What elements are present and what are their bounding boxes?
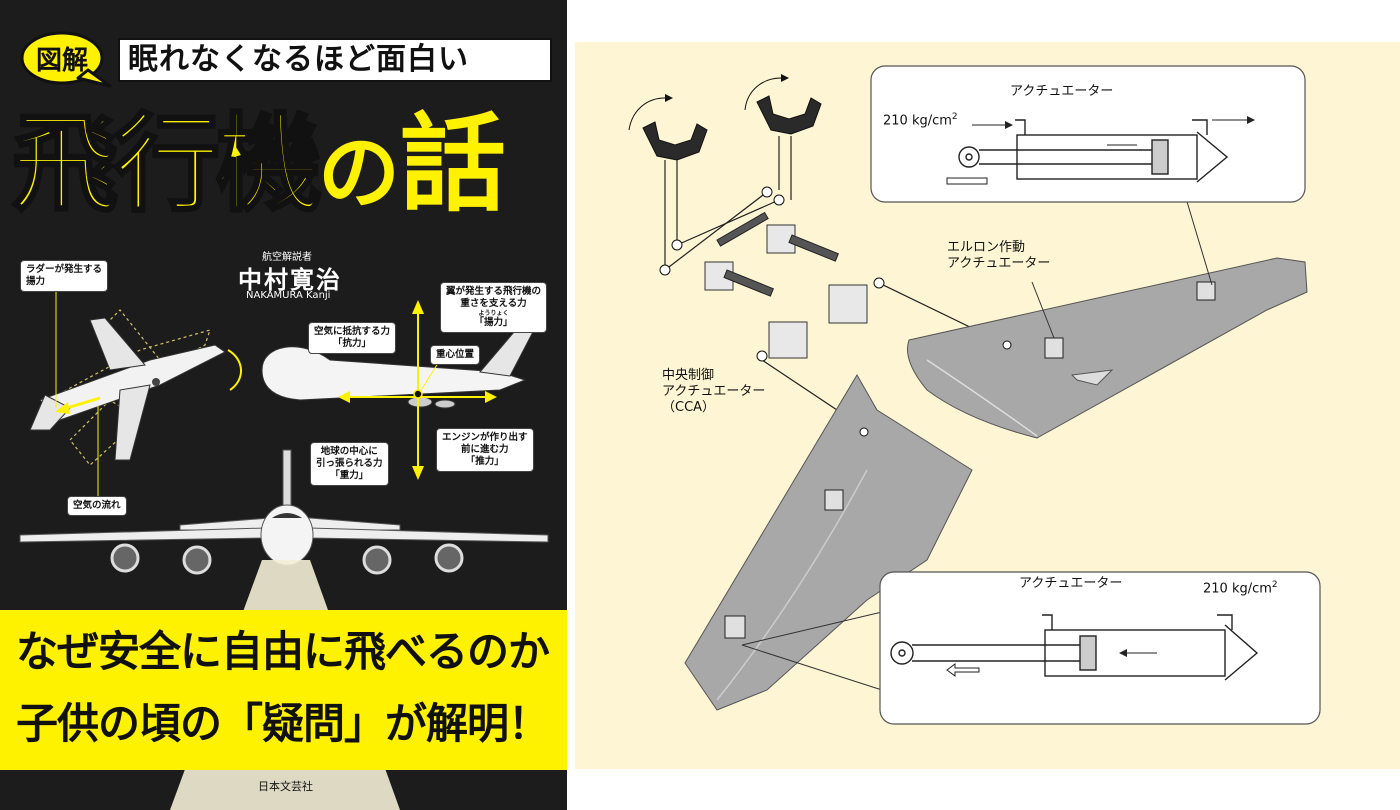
subtitle-banner xyxy=(118,38,552,82)
actuator-bottom-title: アクチュエーター xyxy=(1019,576,1123,591)
aileron-actuator-label: エルロン作動アクチュエーター xyxy=(947,240,1051,271)
right-wing xyxy=(907,257,1308,439)
zukai-badge-bubble xyxy=(20,31,112,88)
force-diagram-illustration xyxy=(19,290,549,575)
tagline-2: 子供の頃の「疑問」が解明！ xyxy=(16,699,550,748)
label-gravity: 地球の中心に引っ張られる力「重力」 xyxy=(310,442,389,486)
plane-front-view xyxy=(19,449,549,575)
control-yokes xyxy=(642,95,822,161)
actuator-diagram: アクチュエーター 210 kg/cm2 エルロン作動アクチュエーター 中央制御ア… xyxy=(567,0,1400,810)
actuator-bottom-drawing xyxy=(890,614,1259,681)
author-role: 航空解説者 xyxy=(262,252,312,263)
plane-side-view xyxy=(261,324,536,409)
book-title: 飛行機の話 xyxy=(11,100,562,230)
label-wing-lift: 翼が発生する飛行機の 重さを支える力 ようりょく 「揚力」 xyxy=(440,282,548,333)
label-drag: 空気に抵抗する力「抗力」 xyxy=(308,322,397,354)
book-title-no: の xyxy=(318,126,401,221)
pressure-bottom: 210 kg/cm2 xyxy=(1203,580,1278,597)
plane-top-view xyxy=(29,317,226,461)
book-cover: 眠れなくなるほど面白い 図解 飛行機の話 航空解説者 中村寛治 NAKAMURA… xyxy=(0,0,567,810)
zukai-badge: 図解 xyxy=(35,46,88,76)
author-name: 中村寛治 xyxy=(238,266,342,294)
subtitle-text: 眠れなくなるほど面白い xyxy=(128,42,469,77)
actuator-top-title: アクチュエーター xyxy=(1010,84,1114,99)
tagline-band xyxy=(0,610,567,770)
label-airflow: 空気の流れ xyxy=(67,496,127,516)
publisher: 日本文芸社 xyxy=(258,780,313,793)
book-title-main: 飛行機 xyxy=(11,102,324,228)
book-title-end: 話 xyxy=(400,103,507,226)
actuator-top-drawing xyxy=(958,119,1229,183)
author-roman: NAKAMURA Kanji xyxy=(246,290,331,301)
cca-label: 中央制御アクチュエーター（CCA） xyxy=(662,368,766,415)
label-thrust: エンジンが作り出す前に進む力「推力」 xyxy=(436,428,534,472)
flight-control-illustration xyxy=(628,65,1321,725)
tagline-1: なぜ安全に自由に飛べるのか xyxy=(16,627,550,676)
left-wing xyxy=(684,374,973,711)
label-rudder-lift: ラダーが発生する揚力 xyxy=(20,260,109,292)
label-center-of-gravity: 重心位置 xyxy=(430,345,481,365)
pressure-top: 210 kg/cm2 xyxy=(883,112,958,129)
